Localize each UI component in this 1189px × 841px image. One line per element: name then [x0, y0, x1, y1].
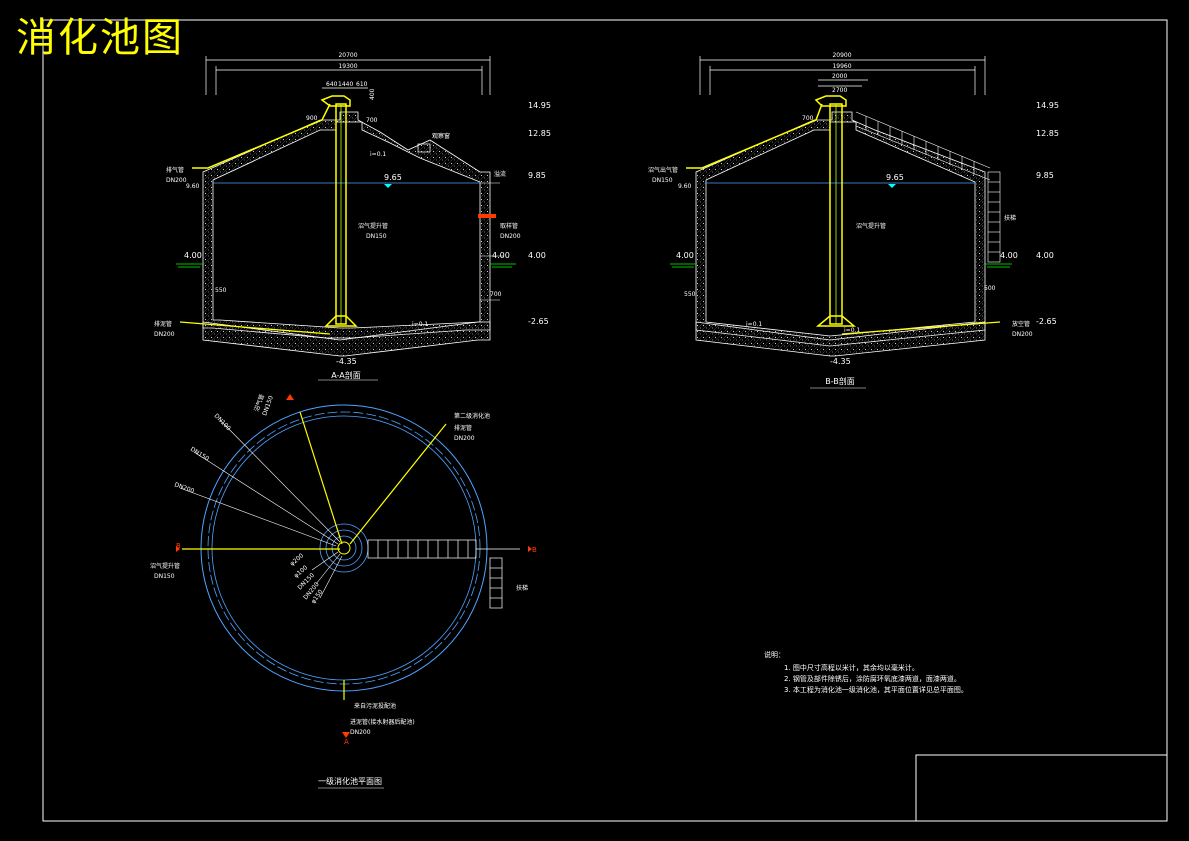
- section-aa: [176, 56, 516, 357]
- aa-drain-pipe: [179, 321, 331, 335]
- aa-dim-top-b: 1440: [338, 81, 353, 88]
- aa-gas-pipe-size: DN200: [166, 177, 187, 184]
- aa-ground-right: 4.00: [492, 251, 510, 260]
- notes-heading: 说明：: [764, 651, 785, 659]
- aa-dim-700: 700: [366, 117, 378, 124]
- plan-left-pipe: 沼气提升管: [150, 562, 180, 570]
- bb-slope-1: i=0.1: [746, 321, 762, 328]
- bb-elev-1: 14.95: [1036, 101, 1059, 110]
- aa-dim-top-c: 610: [356, 81, 368, 88]
- bb-ground-right: 4.00: [1000, 251, 1018, 260]
- aa-sample: 取样管: [500, 222, 518, 230]
- aa-slope-2: i=0.1: [412, 321, 428, 328]
- aa-drain-label: 排泥管: [154, 320, 172, 328]
- aa-dim-top-a: 640: [326, 81, 338, 88]
- plan-pipe-2: DN150: [189, 446, 210, 463]
- bb-wall-right: 500: [984, 285, 996, 292]
- design-notes: 说明： 1. 图中尺寸高程以米计，其余均以毫米计。 2. 钢管及部件除锈后，涂防…: [764, 650, 968, 696]
- bb-elev-5: -2.65: [1036, 317, 1057, 326]
- plan-view: [176, 394, 532, 738]
- bb-ground-left: 4.00: [676, 251, 694, 260]
- aa-gas-pipe-label: 排气管: [166, 166, 184, 174]
- aa-elev-3: 9.85: [528, 171, 546, 180]
- note-item-3: 3. 本工程为消化池一级消化池，其平面位置详见总平面图。: [784, 686, 968, 694]
- plan-caption: 一级消化池平面图: [318, 776, 382, 786]
- aa-elev-2: 12.85: [528, 129, 551, 138]
- bb-gas-pipe-size: DN150: [652, 177, 673, 184]
- bb-dim-bot: 700: [802, 115, 814, 122]
- aa-elev-4: 4.00: [528, 251, 546, 260]
- bb-elev-2: 12.85: [1036, 129, 1059, 138]
- drawing-frame: [42, 19, 1168, 822]
- bb-water-level: 9.65: [886, 173, 904, 182]
- aa-elev-1: 14.95: [528, 101, 551, 110]
- aa-rise-size: DN150: [366, 233, 387, 240]
- plan-bottom-c: DN200: [350, 729, 371, 736]
- aa-dim-900: 900: [306, 115, 318, 122]
- bb-elev-4: 4.00: [1036, 251, 1054, 260]
- bb-drain-size: DN200: [1012, 331, 1033, 338]
- bb-side-stair: [987, 171, 1001, 263]
- aa-dim-total: 20700: [338, 52, 357, 59]
- aa-caption: A-A剖面: [331, 370, 360, 380]
- bb-dim-inner: 19960: [832, 63, 851, 70]
- aa-overflow: 溢流: [494, 170, 506, 178]
- aa-water-level: 9.65: [384, 173, 402, 182]
- plan-pipe-3: DN200: [173, 481, 195, 495]
- aa-dim-700-right: 700: [490, 291, 502, 298]
- bb-gas-pipe: 沼气出气管: [648, 166, 678, 174]
- plan-bottom-b: 进泥管(接水射器后配池): [350, 718, 415, 726]
- note-item-1: 1. 图中尺寸高程以米计，其余均以毫米计。: [784, 664, 919, 672]
- plan-right-pipe-b: 排泥管: [454, 424, 472, 432]
- section-bb: [670, 56, 1012, 357]
- aa-window: 观察窗: [432, 132, 450, 140]
- bb-slope-2: i=0.1: [844, 327, 860, 334]
- plan-stair: 扶梯: [516, 584, 528, 592]
- aa-gas-pipe: [192, 103, 331, 169]
- bb-stair: 扶梯: [1004, 214, 1016, 222]
- plan-mark-b-left: B: [176, 542, 181, 550]
- aa-sample-size: DN200: [500, 233, 521, 240]
- bb-roof-stair: [855, 111, 991, 181]
- bb-drain: 放空管: [1012, 320, 1030, 328]
- bb-dim-top-a: 2000: [832, 73, 847, 80]
- plan-left-pipe-size: DN150: [154, 573, 175, 580]
- aa-bottom-elev: -4.35: [336, 357, 357, 366]
- aa-elev-5: -2.65: [528, 317, 549, 326]
- note-item-2: 2. 钢管及部件除锈后，涂防腐环氧底漆两道，面漆两道。: [784, 675, 961, 683]
- bb-shell: [695, 111, 986, 347]
- plan-right-pipe-c: DN200: [454, 435, 475, 442]
- bb-caption: B-B剖面: [825, 376, 855, 386]
- aa-dim-right-top: 400: [369, 88, 376, 100]
- aa-ground-left: 4.00: [184, 251, 202, 260]
- aa-slope-1: i=0.1: [370, 151, 386, 158]
- aa-rise-pipe: 沼气提升管: [358, 222, 388, 230]
- plan-bottom-a: 来自污泥投配池: [354, 702, 396, 710]
- title-block: [915, 754, 1168, 822]
- bb-dim-total: 20900: [832, 52, 851, 59]
- plan-mark-a-bottom: A: [344, 738, 349, 746]
- plan-stair: [367, 539, 520, 609]
- plan-right-pipe-a: 第二级消化池: [454, 412, 490, 420]
- bb-elev-3: 9.85: [1036, 171, 1054, 180]
- aa-wall: 550: [215, 287, 227, 294]
- bb-gas-pipe: [686, 103, 823, 169]
- plan-mark-b-right: B: [532, 546, 537, 554]
- plan-mark-a-top: A: [288, 394, 293, 402]
- plan-pipe-1: DN100: [213, 413, 232, 433]
- bb-rise-pipe: 沼气提升管: [856, 222, 886, 230]
- aa-drain-size: DN200: [154, 331, 175, 338]
- bb-bottom-elev: -4.35: [830, 357, 851, 366]
- aa-elev-left: 9.60: [186, 183, 200, 190]
- aa-dim-inner: 19300: [338, 63, 357, 70]
- bb-drain-pipe: [841, 321, 1001, 335]
- bb-wall: 550: [684, 291, 696, 298]
- bb-dim-top-b: 2700: [832, 87, 847, 94]
- drawing-title: 消化池图: [16, 15, 184, 61]
- bb-elev-left: 9.60: [678, 183, 692, 190]
